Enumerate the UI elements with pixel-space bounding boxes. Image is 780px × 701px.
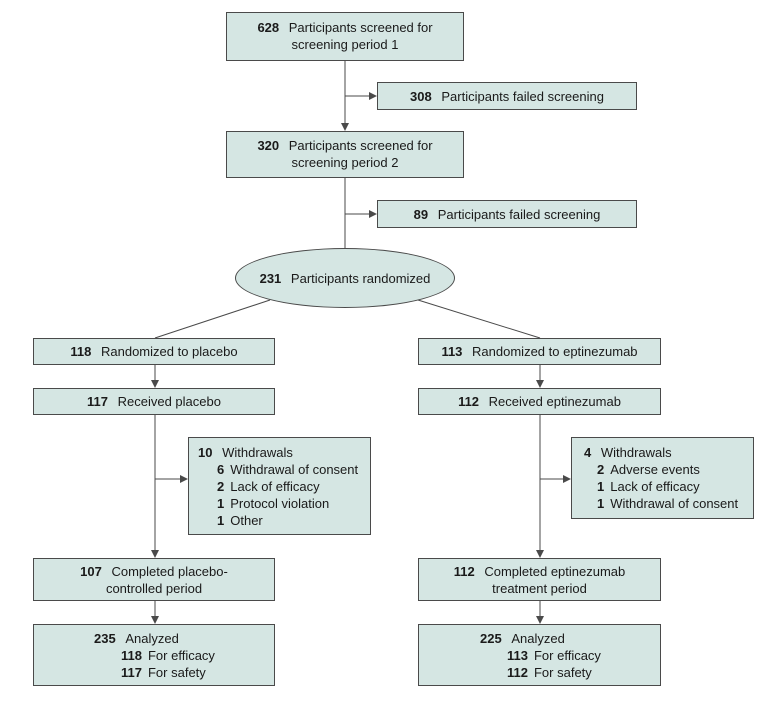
placebo-received-text: Received placebo [117, 394, 221, 409]
ept-analyzed-text: Analyzed [511, 631, 565, 646]
randomized-text: Participants randomized [290, 270, 431, 286]
ept-randomized-text: Randomized to eptinezumab [472, 344, 638, 359]
ept-withdrawals-text: Withdrawals [600, 445, 672, 460]
screen1-count: 628 [257, 20, 280, 35]
placebo-completed-line2: controlled period [105, 581, 203, 596]
completed-placebo-box: 107 Completed placebo- controlled period [33, 558, 275, 601]
connector-split-left [154, 299, 271, 339]
randomized-eptinezumab-box: 113 Randomized to eptinezumab [418, 338, 661, 365]
randomized-count: 231 [259, 270, 282, 286]
placebo-withdrawals-count: 10 [198, 445, 213, 460]
ept-completed-line1: Completed eptinezumab [484, 564, 626, 579]
received-placebo-box: 117 Received placebo [33, 388, 275, 415]
failed-screening-1-box: 308 Participants failed screening [377, 82, 637, 110]
failed-screening-2-box: 89 Participants failed screening [377, 200, 637, 228]
placebo-completed-count: 107 [80, 564, 102, 579]
ept-withdrawals-count: 4 [584, 445, 592, 460]
placebo-received-count: 117 [87, 394, 108, 409]
ept-completed-line2: treatment period [492, 581, 587, 596]
randomized-placebo-box: 118 Randomized to placebo [33, 338, 275, 365]
screen1-line1: Participants screened for [288, 20, 433, 35]
ept-received-count: 112 [458, 394, 480, 409]
ept-completed-count: 112 [453, 564, 475, 579]
screening-period-1-box: 628 Participants screened for screening … [226, 12, 464, 61]
connector-split-right [417, 299, 541, 339]
placebo-randomized-text: Randomized to placebo [101, 344, 238, 359]
placebo-randomized-count: 118 [70, 344, 92, 359]
completed-eptinezumab-box: 112 Completed eptinezumab treatment peri… [418, 558, 661, 601]
screen2-line2: screening period 2 [291, 155, 399, 170]
fail2-count: 89 [413, 207, 429, 222]
randomized-ellipse: 231 Participants randomized [235, 248, 455, 308]
fail1-count: 308 [410, 89, 432, 104]
received-eptinezumab-box: 112 Received eptinezumab [418, 388, 661, 415]
ept-received-text: Received eptinezumab [488, 394, 621, 409]
ept-randomized-count: 113 [441, 344, 463, 359]
ept-analyzed-count: 225 [480, 631, 502, 646]
fail1-text: Participants failed screening [441, 89, 604, 104]
placebo-withdrawals-text: Withdrawals [222, 445, 293, 460]
placebo-analyzed-count: 235 [94, 631, 116, 646]
placebo-analyzed-text: Analyzed [125, 631, 179, 646]
placebo-completed-line1: Completed placebo- [111, 564, 228, 579]
fail2-text: Participants failed screening [437, 207, 601, 222]
screen2-line1: Participants screened for [288, 138, 433, 153]
screen1-line2: screening period 1 [291, 37, 399, 52]
screening-period-2-box: 320 Participants screened for screening … [226, 131, 464, 178]
screen2-count: 320 [257, 138, 280, 153]
